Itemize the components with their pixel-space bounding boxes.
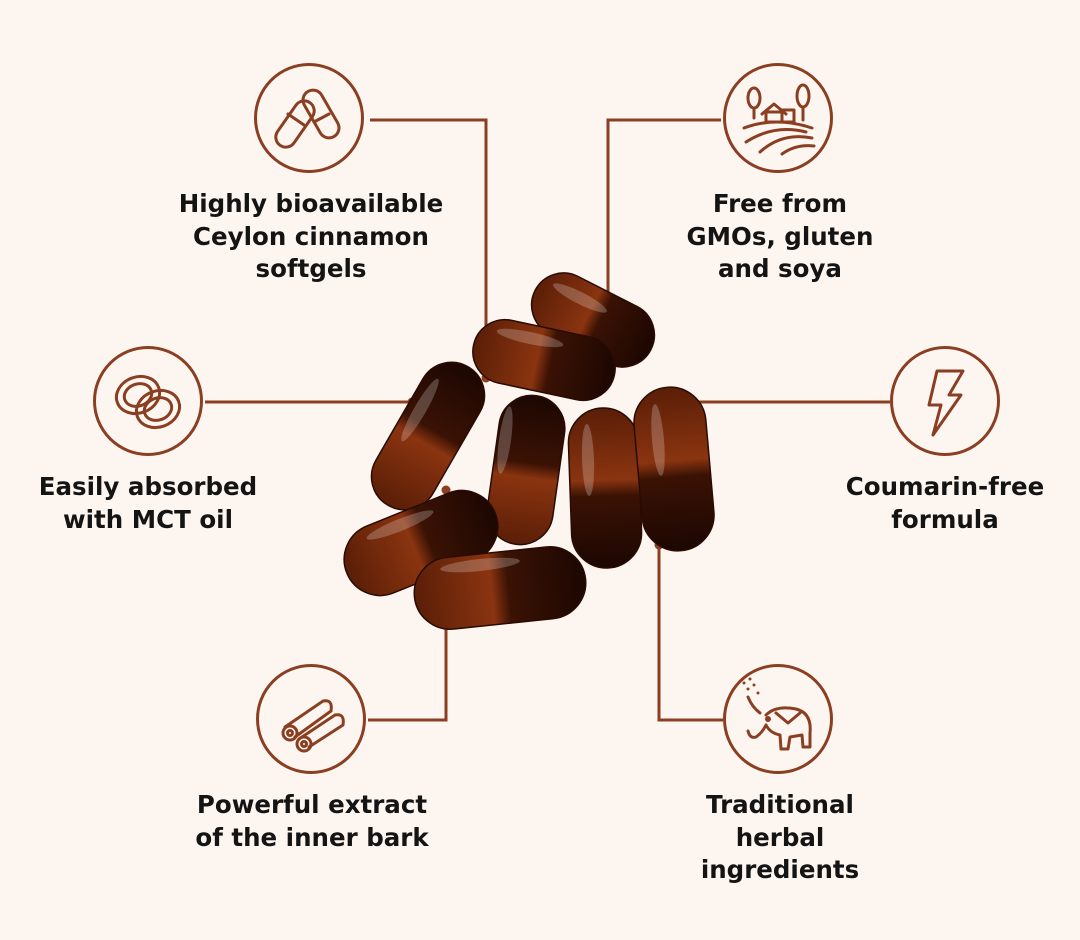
- softgels-image: [343, 272, 715, 630]
- elephant-icon: [723, 664, 833, 774]
- cinnamon-sticks-icon: [256, 664, 366, 774]
- lightning-bolt-icon: [890, 346, 1000, 456]
- coconut-icon: [93, 346, 203, 456]
- capsule-icon: [254, 63, 364, 173]
- farm-icon: [723, 63, 833, 173]
